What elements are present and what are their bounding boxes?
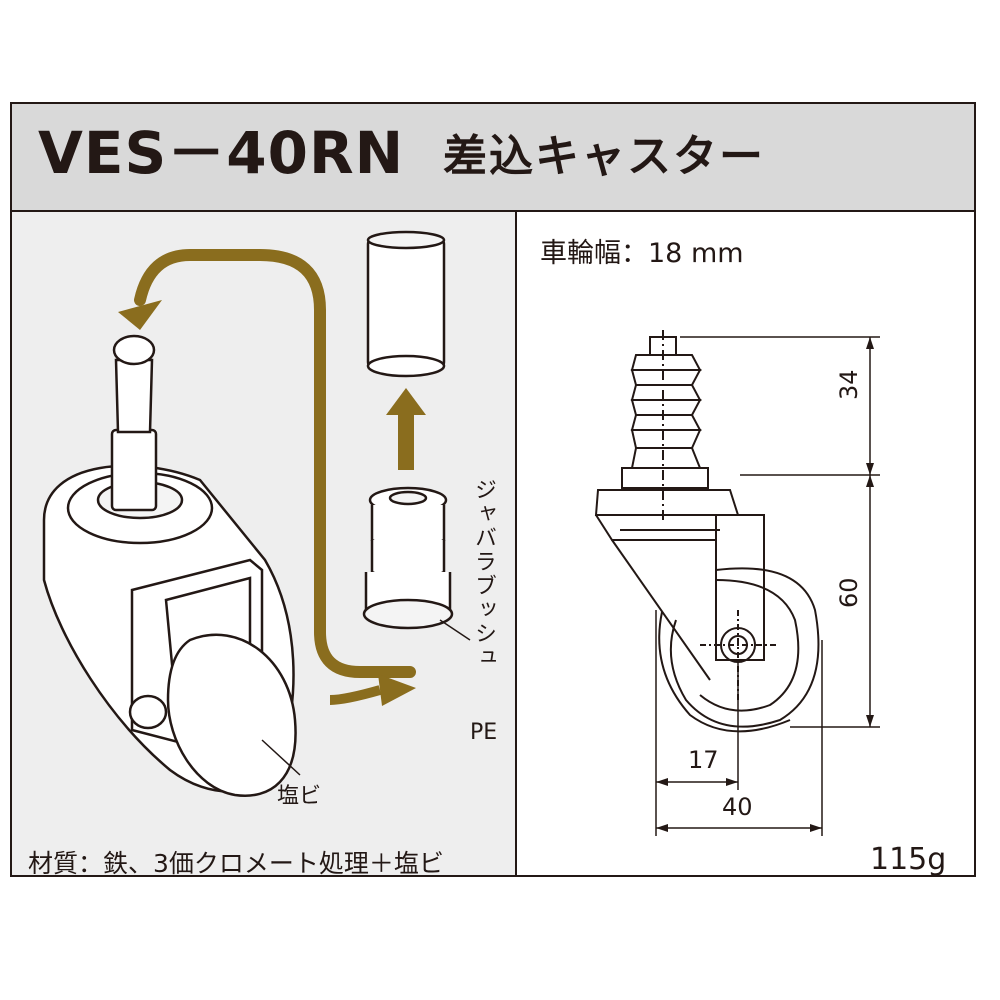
spec-card-frame [10,102,976,877]
bushing-label: ジャバラブッシュ [471,478,496,670]
stem-neck [114,358,154,434]
product-name: 差込キャスター [443,131,765,182]
insert-arrow [134,249,416,678]
socket-tube [366,230,446,378]
dimension-stem-height: 34 [835,369,863,400]
dimension-arrowheads [656,337,874,832]
up-arrow-head [386,388,426,415]
model-number: VES－40RN [38,119,405,187]
bushing-arrow-head [378,674,416,706]
wheel-front [166,633,297,797]
dimension-axle-offset: 17 [688,746,719,774]
dimension-overall-width: 40 [722,793,753,821]
title-bar [12,104,974,212]
up-arrow-shaft [398,410,414,470]
weight-spec: 115g [870,842,947,877]
dimension-lines [655,336,880,836]
bellows-bushing [362,486,454,630]
caster-illustration [42,334,297,797]
wheel-width-spec: 車輪幅：18 mm [540,238,744,269]
technical-drawing [594,330,820,733]
bushing-leader [439,619,471,641]
wheel-leader [261,739,301,776]
bushing-material-label: PE [470,720,498,745]
dimension-body-height: 60 [835,577,863,608]
bushing-arrow [329,685,382,705]
insert-arrow-head [118,300,162,330]
wheel-material-label: 塩ビ [277,784,322,809]
stem-tip [112,334,156,366]
stem-shaft [110,428,158,512]
axle-hub [128,694,168,730]
material-spec: 材質：鉄、3価クロメート処理＋塩ビ [28,849,444,878]
panel-divider [515,212,517,875]
